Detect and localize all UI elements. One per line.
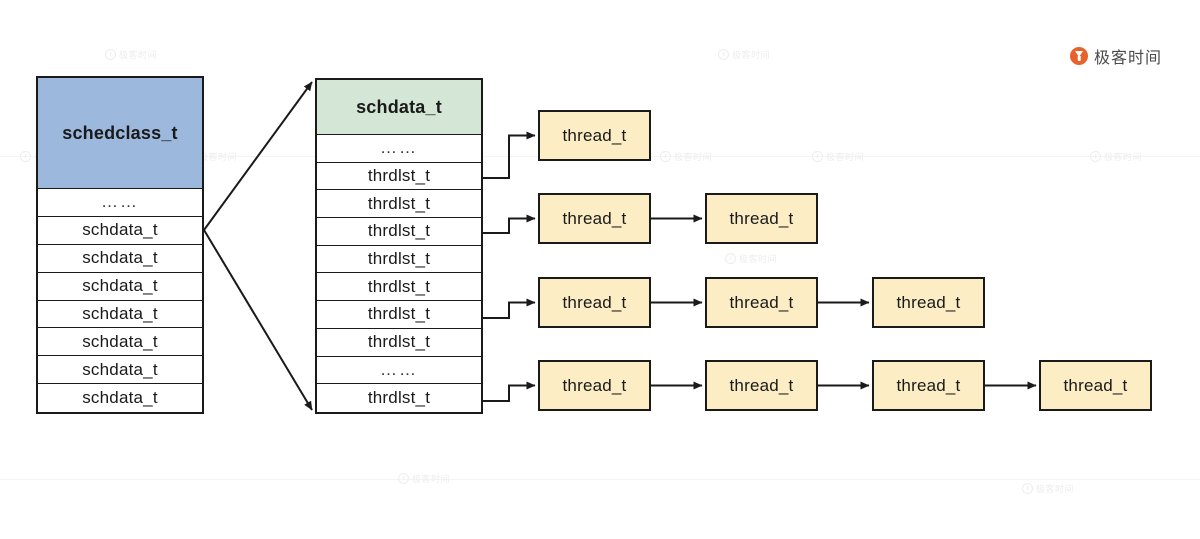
schedclass-row: schdata_t xyxy=(38,272,202,301)
thread-node: thread_t xyxy=(538,277,651,328)
connector-arrow xyxy=(483,298,536,319)
watermark-line xyxy=(0,479,1200,480)
schdata-row: thrdlst_t xyxy=(317,301,481,329)
watermark-text: 极客时间 xyxy=(1036,484,1075,494)
schdata-row: thrdlst_t xyxy=(317,245,481,274)
watermark-text: 极客时间 xyxy=(412,474,451,484)
watermark: 极客时间 xyxy=(1022,482,1074,495)
watermark-logo-icon xyxy=(1022,483,1033,494)
schdata-row: …… xyxy=(317,135,481,163)
schdata-row: thrdlst_t xyxy=(317,190,481,219)
watermark-text: 极客时间 xyxy=(826,152,865,162)
watermark-text: 极客时间 xyxy=(674,152,713,162)
watermark-text: 极客时间 xyxy=(119,50,158,60)
schedclass-row: …… xyxy=(38,189,202,217)
watermark: 极客时间 xyxy=(398,472,450,485)
thread-node: thread_t xyxy=(705,193,818,244)
watermark-logo-icon xyxy=(812,151,823,162)
schedclass-row: schdata_t xyxy=(38,356,202,385)
watermark: 极客时间 xyxy=(1090,150,1142,163)
watermark-text: 极客时间 xyxy=(199,152,238,162)
connector-arrow xyxy=(203,229,313,411)
watermark-logo-icon xyxy=(1090,151,1101,162)
schedclass-header: schedclass_t xyxy=(38,78,202,189)
watermark-logo-icon xyxy=(725,253,736,264)
watermark-logo-icon xyxy=(105,49,116,60)
watermark-text: 极客时间 xyxy=(732,50,771,60)
watermark: 极客时间 xyxy=(105,48,157,61)
thread-node: thread_t xyxy=(1039,360,1152,411)
watermark: 极客时间 xyxy=(812,150,864,163)
thread-node: thread_t xyxy=(538,110,651,161)
watermark: 极客时间 xyxy=(718,48,770,61)
schedclass-row: schdata_t xyxy=(38,328,202,357)
brand-name: 极客时间 xyxy=(1094,48,1163,67)
connector-arrow xyxy=(483,214,536,234)
geektime-logo-icon xyxy=(1070,47,1088,65)
schedclass-row: schdata_t xyxy=(38,244,202,273)
watermark-logo-icon xyxy=(20,151,31,162)
schdata-row: thrdlst_t xyxy=(317,162,481,191)
brand-logo: 极客时间 xyxy=(1070,44,1162,68)
thread-node: thread_t xyxy=(538,193,651,244)
schedclass-row: schdata_t xyxy=(38,300,202,329)
schdata-row: thrdlst_t xyxy=(317,328,481,357)
schdata-row: thrdlst_t xyxy=(317,273,481,302)
schedclass-row: schdata_t xyxy=(38,384,202,412)
thread-node: thread_t xyxy=(872,277,985,328)
schdata-row: thrdlst_t xyxy=(317,218,481,246)
schdata-row: …… xyxy=(317,356,481,385)
connector-arrow xyxy=(483,381,536,402)
thread-node: thread_t xyxy=(872,360,985,411)
schedclass-row: schdata_t xyxy=(38,216,202,245)
watermark-logo-icon xyxy=(660,151,671,162)
schdata-header: schdata_t xyxy=(317,80,481,135)
watermark: 极客时间 xyxy=(660,150,712,163)
watermark-text: 极客时间 xyxy=(739,254,778,264)
thread-node: thread_t xyxy=(705,360,818,411)
watermark: 极客时间 xyxy=(725,252,777,265)
watermark-text: 极客时间 xyxy=(1104,152,1143,162)
watermark-logo-icon xyxy=(718,49,729,60)
watermark-logo-icon xyxy=(398,473,409,484)
schdata-row: thrdlst_t xyxy=(317,384,481,412)
thread-node: thread_t xyxy=(538,360,651,411)
thread-node: thread_t xyxy=(705,277,818,328)
